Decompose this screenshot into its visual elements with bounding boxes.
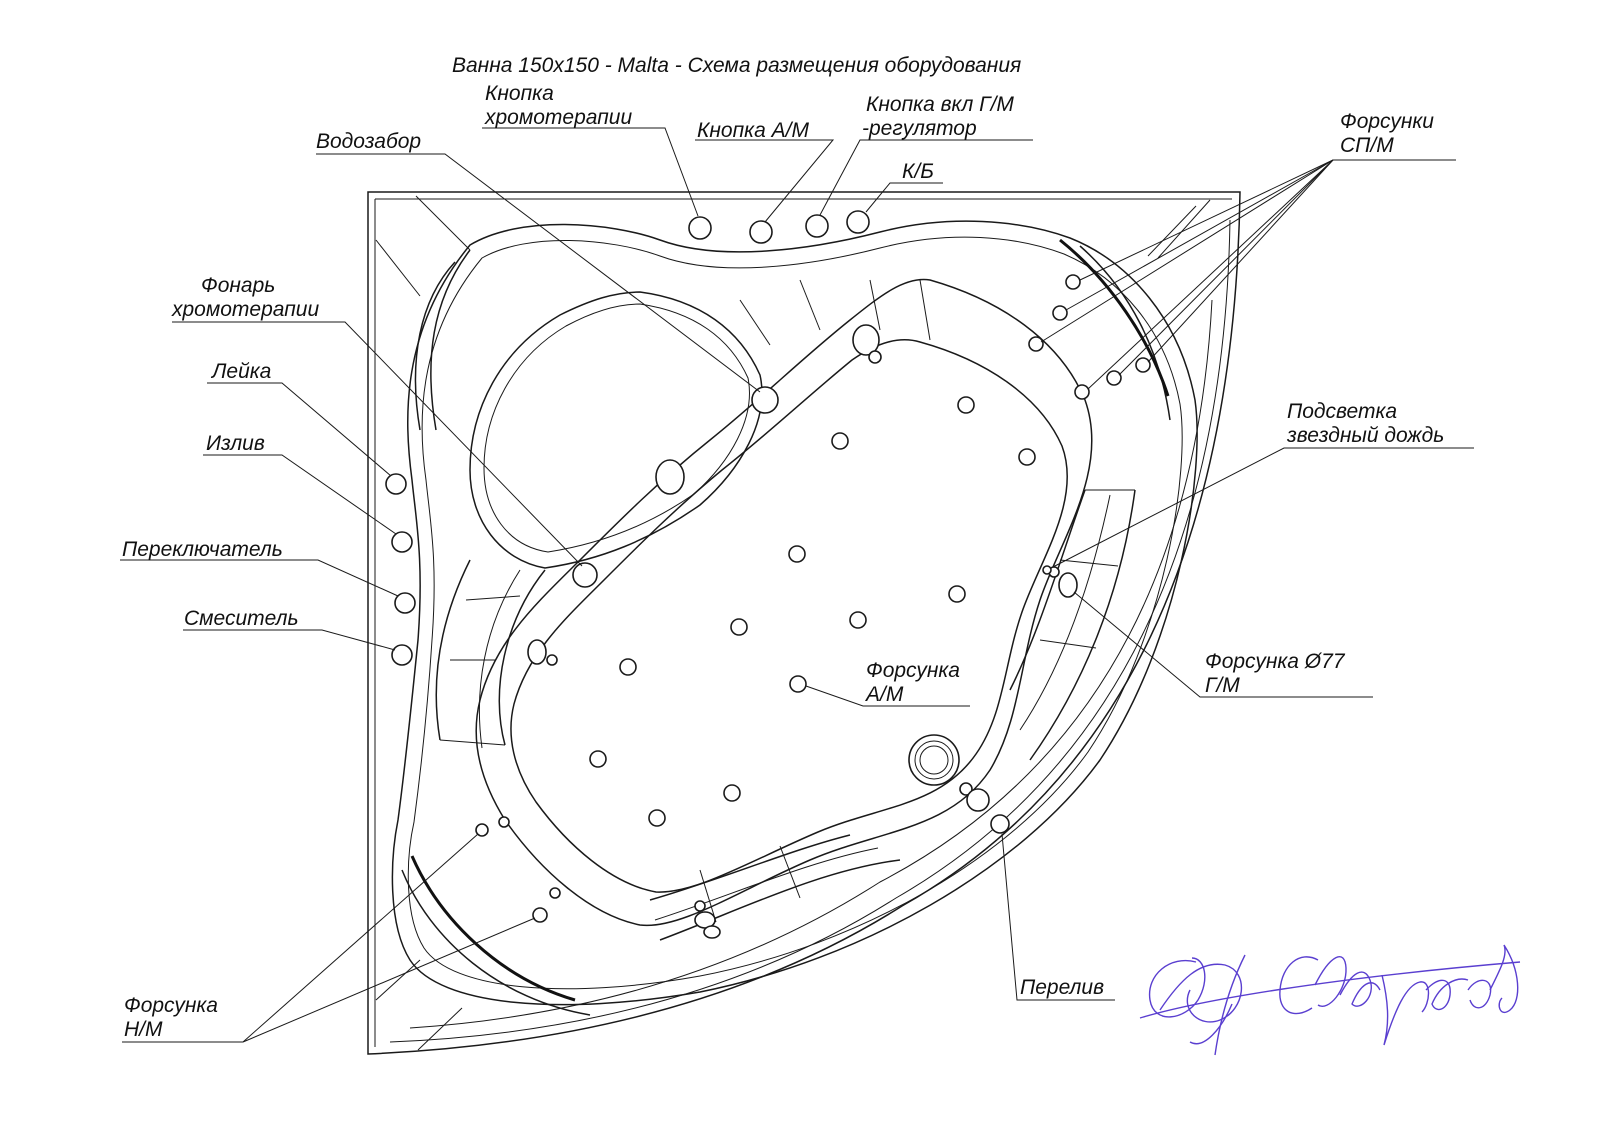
label-forsunka-am-1: Форсунка	[866, 659, 960, 682]
equipment-markers	[385, 210, 1151, 939]
am-jet-marker	[957, 396, 975, 414]
am-jet-marker	[648, 809, 666, 827]
label-forsunki-spm-2: СП/М	[1340, 134, 1394, 157]
label-podsvetka-1: Подсветка	[1287, 400, 1397, 423]
spout-marker	[391, 531, 413, 553]
drain-marker	[908, 734, 960, 786]
nm-jet-marker	[475, 823, 489, 837]
label-pereliv: Перелив	[1020, 976, 1104, 999]
headrest-lamp	[852, 324, 880, 356]
am-jet-marker	[723, 784, 741, 802]
kb-button	[846, 210, 870, 234]
label-forsunka-nm-1: Форсунка	[124, 994, 218, 1017]
sp-jet-marker	[1052, 305, 1068, 321]
label-forsunka-77-1: Форсунка Ø77	[1205, 650, 1346, 673]
label-vodozabor: Водозабор	[316, 130, 421, 153]
sp-jet-marker	[1065, 274, 1081, 290]
sp-jet-marker	[1106, 370, 1122, 386]
label-pereklyuchatel: Переключатель	[122, 538, 283, 561]
leader-lines	[120, 127, 1474, 1043]
nm-jet-marker	[532, 907, 548, 923]
label-knopka-hromo-2: хромотерапии	[484, 106, 632, 129]
am-jet-marker	[831, 432, 849, 450]
tub-deck-outline	[391, 220, 1198, 1006]
basin-outer	[475, 278, 1093, 927]
overflow-marker	[990, 814, 1010, 834]
gm-jet-marker	[1058, 572, 1078, 598]
nm-jet-marker	[549, 887, 561, 899]
label-kb: К/Б	[902, 160, 934, 183]
am-button	[749, 220, 773, 244]
gm-jet-marker	[527, 639, 547, 665]
basin-floor	[510, 339, 1068, 893]
label-knopka-gm-2: -регулятор	[862, 117, 977, 140]
bathtub-drawing	[367, 191, 1241, 1055]
sp-jet-marker	[1135, 357, 1151, 373]
am-jet-marker	[730, 618, 748, 636]
sp-jet-marker	[1028, 336, 1044, 352]
label-knopka-hromo-1: Кнопка	[485, 82, 554, 105]
label-forsunka-am-2: А/М	[864, 683, 904, 706]
mixer-marker	[391, 644, 413, 666]
label-fonar-2: хромотерапии	[171, 298, 319, 321]
handwritten-signature	[1139, 944, 1521, 1056]
labels: Кнопка хромотерапии Кнопка А/М Кнопка вк…	[122, 82, 1444, 1041]
label-izliv: Излив	[206, 432, 265, 455]
upper-seat-lamp	[655, 459, 685, 495]
label-knopka-gm-1: Кнопка вкл Г/М	[866, 93, 1014, 116]
am-jet-marker	[789, 675, 807, 693]
label-podsvetka-2: звездный дождь	[1286, 424, 1444, 447]
tub-outer-rim	[367, 191, 1241, 1055]
label-forsunki-spm-1: Форсунки	[1340, 110, 1434, 133]
sp-jet-marker	[1074, 384, 1090, 400]
gm-regulator-button	[805, 214, 829, 238]
label-fonar-1: Фонарь	[201, 274, 275, 297]
label-forsunka-77-2: Г/М	[1205, 674, 1240, 697]
nm-jet-marker	[498, 816, 510, 828]
diagram-title: Ванна 150x150 - Malta - Схема размещения…	[452, 54, 1021, 77]
label-smesitel: Смеситель	[184, 607, 299, 630]
am-jet-marker	[788, 545, 806, 563]
switch-marker	[394, 592, 416, 614]
am-jet-marker	[1018, 448, 1036, 466]
chromotherapy-button	[688, 216, 712, 240]
am-jet-marker	[589, 750, 607, 768]
am-jet-marker	[619, 658, 637, 676]
label-knopka-am: Кнопка А/М	[697, 119, 809, 142]
starry-rain-marker	[1042, 565, 1052, 575]
label-forsunka-nm-2: Н/М	[124, 1018, 163, 1041]
label-leika: Лейка	[210, 360, 271, 383]
chromotherapy-lamp-marker	[572, 562, 598, 588]
am-jet-marker	[849, 611, 867, 629]
seat-upper-left	[469, 291, 763, 569]
shower-head-marker	[385, 473, 407, 495]
am-jet-marker	[948, 585, 966, 603]
water-intake-marker	[751, 386, 779, 414]
